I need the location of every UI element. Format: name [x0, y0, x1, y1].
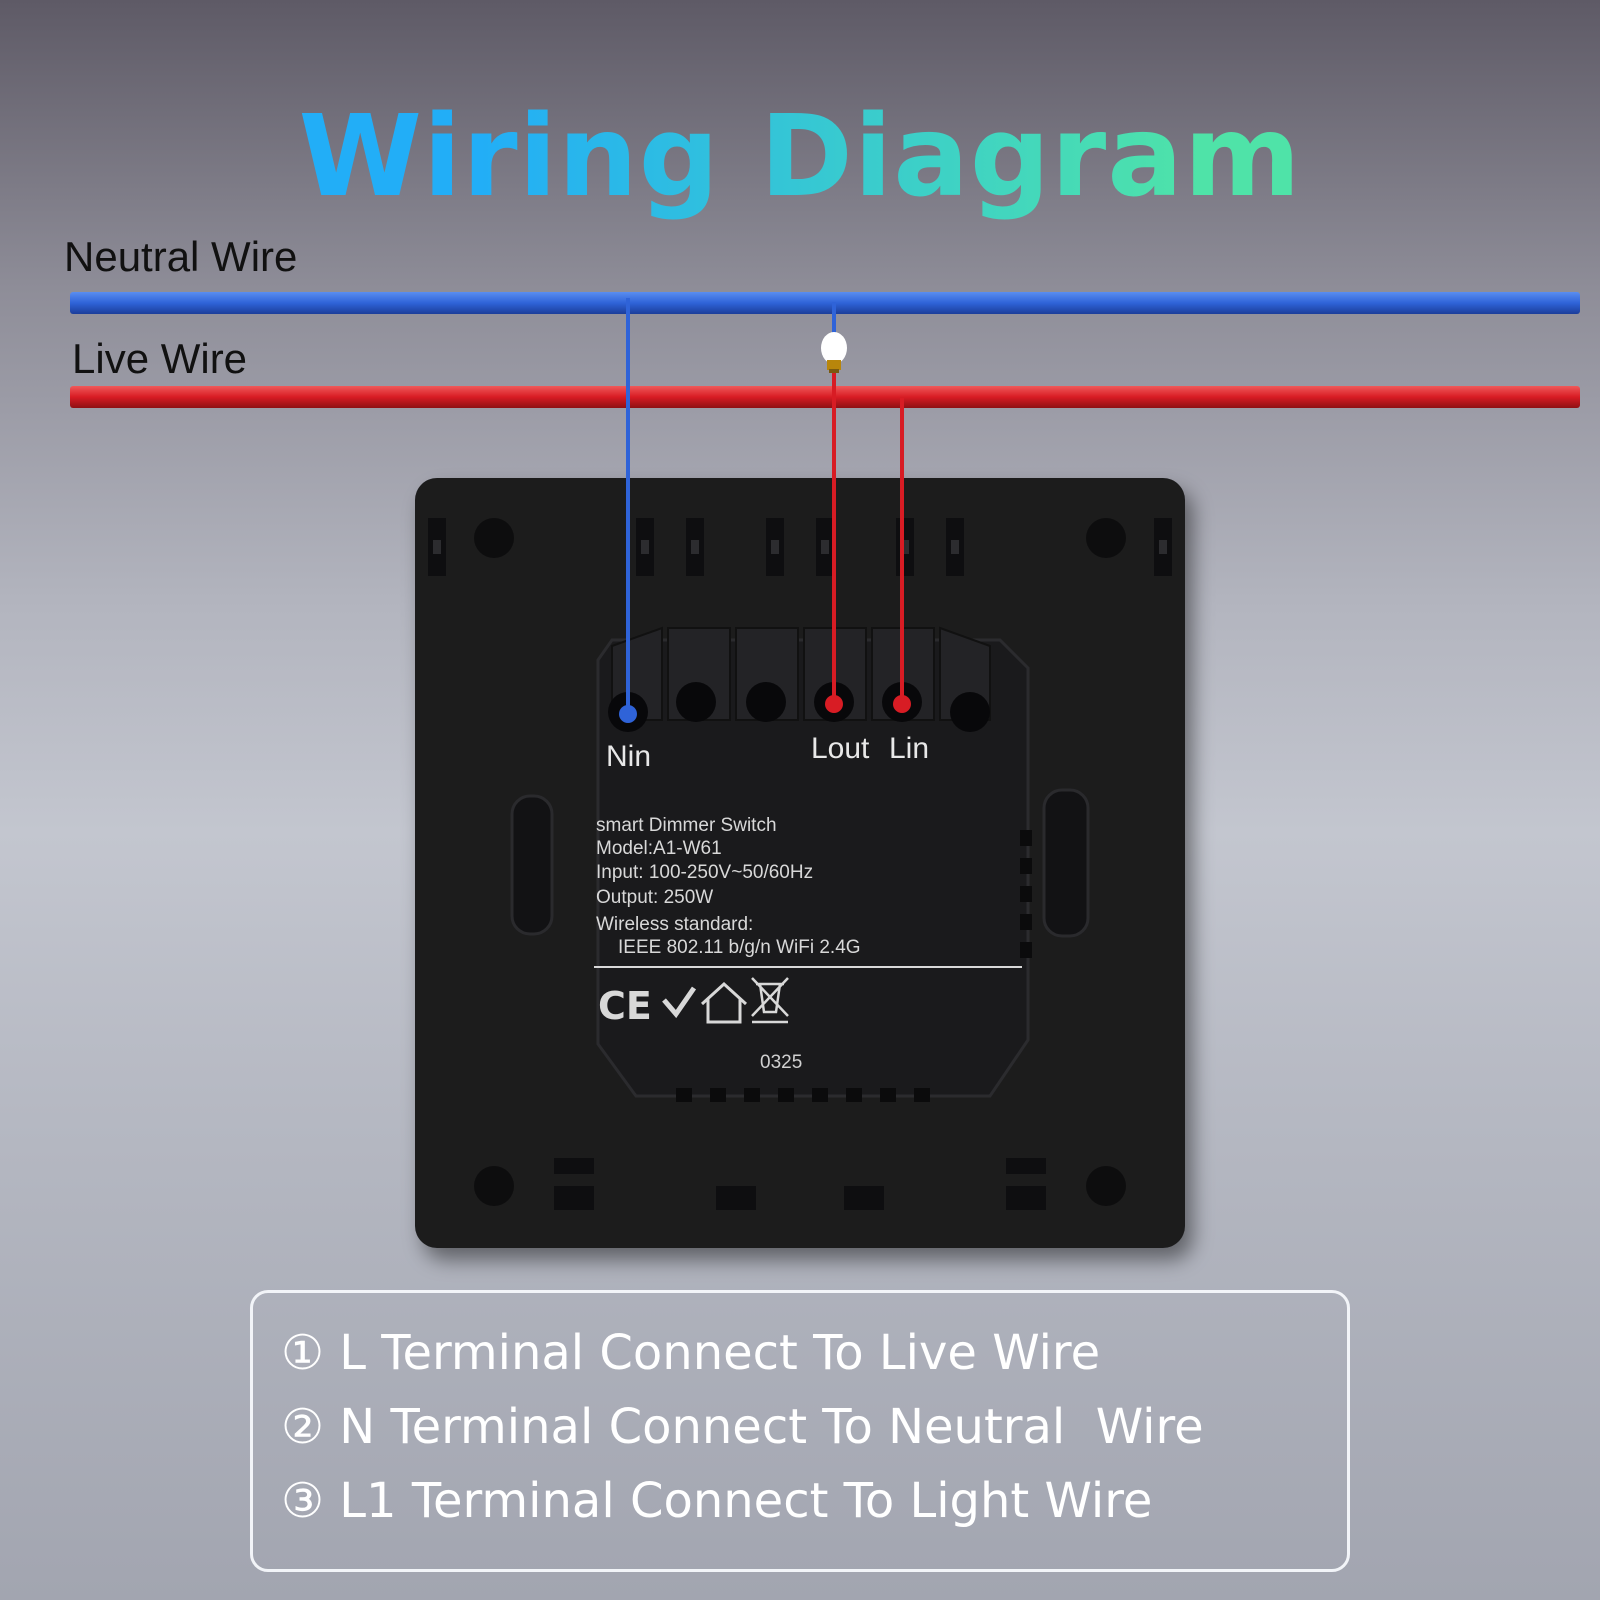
instruction-step-2: ② N Terminal Connect To Neutral Wire	[281, 1399, 1204, 1455]
device-input: Input: 100-250V~50/60Hz	[596, 862, 814, 883]
wireless-standard-title: Wireless standard:	[596, 914, 754, 935]
indoor-use-house-icon	[700, 981, 748, 1024]
screw-hole	[474, 518, 514, 558]
live-wire	[70, 386, 1580, 408]
neutral-wire	[70, 292, 1580, 314]
lin-terminal-dot	[893, 695, 911, 713]
device-name: smart Dimmer Switch	[596, 815, 777, 836]
module-vents	[676, 1088, 930, 1102]
ce-mark: CE	[598, 984, 652, 1028]
dimmer-module	[596, 638, 1030, 1098]
wireless-standard-value: IEEE 802.11 b/g/n WiFi 2.4G	[618, 937, 861, 958]
nin-terminal-dot	[619, 705, 637, 723]
rohs-check-icon	[662, 986, 697, 1019]
screw-hole	[474, 1166, 514, 1206]
nin-terminal-label: Nin	[606, 740, 652, 773]
instruction-step-1: ① L Terminal Connect To Live Wire	[281, 1325, 1101, 1381]
instruction-step-3: ③ L1 Terminal Connect To Light Wire	[281, 1473, 1153, 1529]
screw-hole	[1086, 518, 1126, 558]
lin-terminal-label: Lin	[889, 732, 930, 765]
batch-code: 0325	[760, 1052, 803, 1073]
device-output: Output: 250W	[596, 887, 714, 908]
lout-terminal-dot	[825, 695, 843, 713]
device-model: Model:A1-W61	[596, 838, 722, 859]
side-clips	[510, 788, 1090, 938]
screw-hole	[1086, 1166, 1126, 1206]
device-spec-label: smart Dimmer Switch Model:A1-W61 Input: …	[596, 814, 861, 959]
lout-terminal-label: Lout	[811, 732, 870, 765]
light-bulb-icon	[821, 332, 847, 373]
instructions-box: ① L Terminal Connect To Live Wire ② N Te…	[250, 1290, 1350, 1572]
neutral-wire-label: Neutral Wire	[64, 233, 298, 280]
live-wire-label: Live Wire	[72, 335, 248, 382]
plate-slots-bottom	[554, 1158, 1046, 1210]
page-title: Wiring Diagram	[0, 92, 1600, 222]
weee-bin-icon	[751, 977, 789, 1024]
